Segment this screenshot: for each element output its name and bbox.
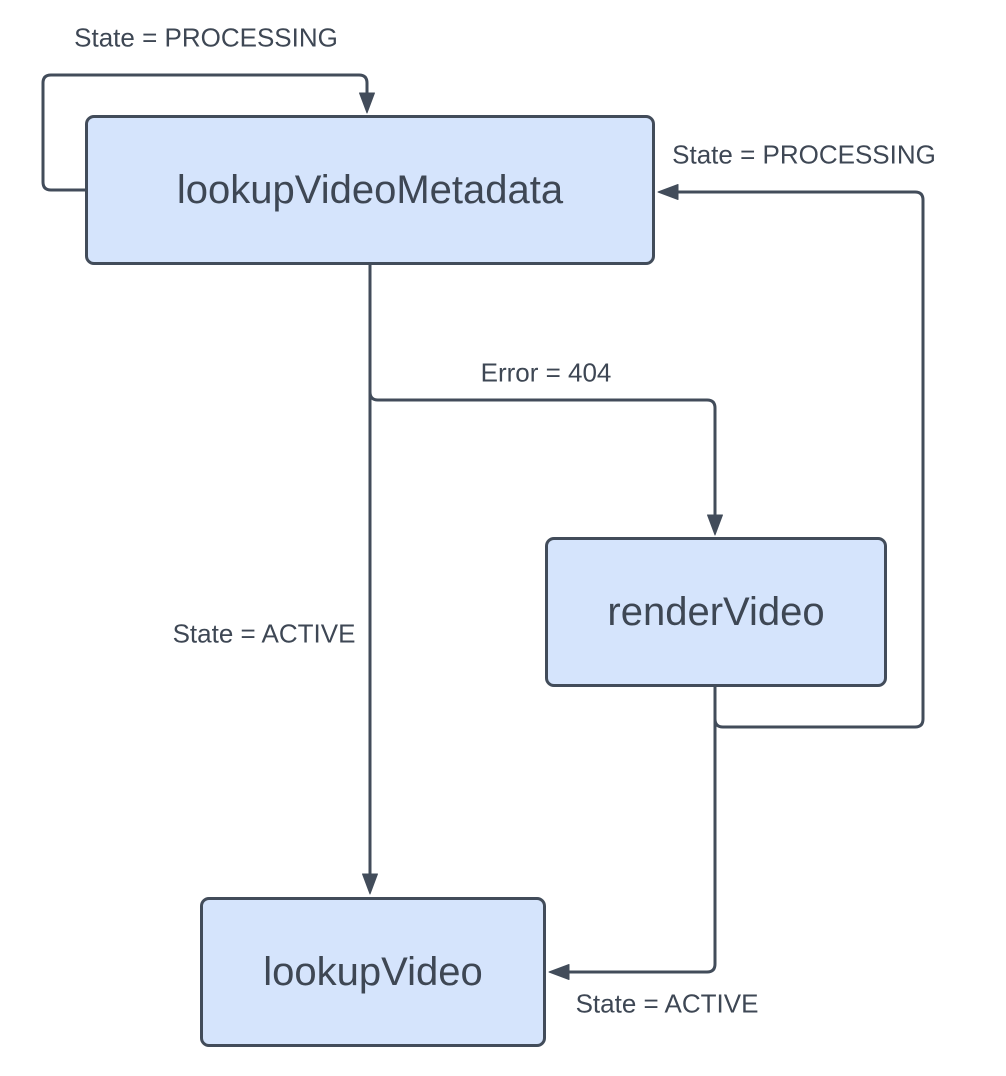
node-label: renderVideo bbox=[607, 590, 825, 634]
node-lookupVideoMetadata: lookupVideoMetadata bbox=[85, 115, 655, 265]
arrowhead-icon bbox=[359, 92, 375, 114]
arrowhead-icon bbox=[362, 873, 378, 895]
edge-label-state-processing-return: State = PROCESSING bbox=[670, 139, 938, 170]
node-renderVideo: renderVideo bbox=[545, 537, 887, 687]
edge-render-to-metadata-processing bbox=[678, 190, 925, 729]
node-lookupVideo: lookupVideo bbox=[200, 897, 546, 1047]
edge-label-state-processing-self: State = PROCESSING bbox=[72, 22, 340, 53]
edge-label-state-active-bottom: State = ACTIVE bbox=[573, 988, 761, 1019]
arrowhead-icon bbox=[707, 514, 723, 536]
edge-self-loop-processing bbox=[41, 73, 369, 192]
node-label: lookupVideo bbox=[263, 950, 483, 994]
arrowhead-icon bbox=[657, 184, 679, 200]
edge-render-to-lookupvideo-active bbox=[569, 687, 717, 974]
edge-metadata-to-render-error bbox=[368, 265, 717, 516]
arrowhead-icon bbox=[548, 964, 570, 980]
node-label: lookupVideoMetadata bbox=[176, 168, 564, 212]
edge-label-error-404: Error = 404 bbox=[478, 357, 614, 388]
edge-label-state-active-left: State = ACTIVE bbox=[170, 618, 358, 649]
